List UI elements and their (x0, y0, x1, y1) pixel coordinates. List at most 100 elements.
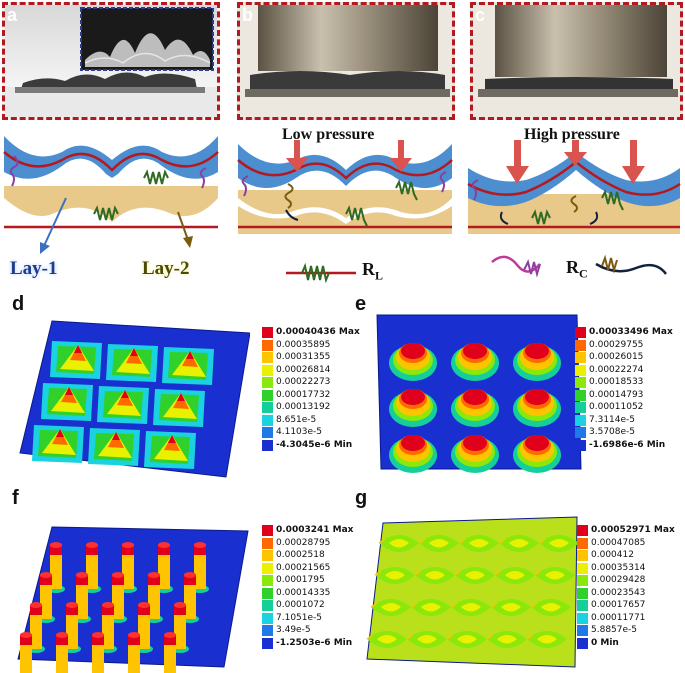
legend-rl-sub: L (375, 268, 384, 283)
spring-green-5 (601, 189, 624, 211)
legend-value: 0.0002518 (276, 550, 325, 560)
dome-bump (389, 389, 437, 427)
pillar-bump (119, 542, 137, 593)
legend-value: 0.00052971 Max (591, 525, 675, 535)
legend-swatch (262, 562, 273, 574)
dome-bump (513, 435, 561, 473)
legend-value: 0 Min (591, 637, 619, 648)
schematic-b: Low pressure RL (236, 126, 456, 286)
legend-value: 0.00031355 (276, 352, 331, 362)
legend-swatch (577, 637, 588, 649)
spring-green-3 (395, 179, 418, 201)
schematic-b-drawing (237, 140, 453, 284)
legend-swatch (262, 439, 273, 451)
pyramid-bump (162, 347, 214, 385)
legend-swatch (575, 414, 586, 426)
panel-label-g: g (355, 487, 368, 509)
wave-cell (486, 631, 527, 648)
legend-swatch (575, 352, 586, 363)
legend-value: 0.00026015 (589, 352, 644, 362)
legend-swatch (577, 550, 588, 561)
wave-cell (370, 599, 411, 616)
legend-value: 0.00029428 (591, 575, 646, 585)
panel-label-a: a (7, 5, 18, 25)
dome-bump (451, 435, 499, 473)
spring-purple-1 (9, 155, 19, 187)
sim-surface-d (19, 320, 250, 478)
legend-swatch (577, 612, 588, 624)
sim-surface-e (376, 314, 582, 473)
pillar-bump (171, 602, 189, 653)
legend-value: 0.00047085 (591, 537, 646, 548)
legend-value: 7.3114e-5 (589, 414, 636, 425)
legend-swatch (575, 402, 586, 413)
legend-swatch (262, 414, 273, 426)
legend-value: 8.651e-5 (276, 414, 317, 425)
dome-bump (389, 343, 437, 381)
pyramid-bump (32, 425, 84, 463)
schematic-a-drawing (3, 136, 219, 254)
legend-value: 0.00033496 Max (589, 327, 673, 337)
legend-swatch (262, 377, 273, 388)
legend-swatch (262, 587, 273, 599)
legend-value: 0.00011771 (591, 612, 646, 623)
legend-value: 0.00026814 (276, 364, 331, 375)
legend-value: 0.00035314 (591, 562, 646, 573)
panel-label-f: f (12, 487, 19, 509)
photo-panel-c: c (470, 2, 683, 120)
pyramid-bump (88, 428, 140, 466)
schematic-c: High pressure RC (466, 126, 685, 286)
legend-value: 0.00018533 (589, 377, 644, 387)
wave-cell (494, 567, 535, 584)
sim-surface-g (366, 516, 579, 668)
spring-green-4 (345, 205, 368, 227)
pyramid-bump (41, 383, 93, 421)
legend-swatch (577, 562, 588, 574)
legend-swatch (575, 339, 586, 351)
pillar-bump (128, 632, 140, 673)
legend-rl-main: R (362, 259, 375, 279)
legend-value: 0.0001072 (276, 600, 325, 610)
legend-rc-sub: C (579, 266, 588, 281)
pyramid-bump (106, 344, 158, 382)
legend-swatch (262, 364, 273, 376)
wave-cell (530, 599, 571, 616)
legend-swatch (262, 550, 273, 561)
legend-value: 0.00029755 (589, 339, 644, 350)
legend-value: 0.00014793 (589, 389, 644, 400)
pyramid-bump (144, 431, 196, 469)
legend-value: 7.1051e-5 (276, 612, 323, 623)
spring-purple-5 (471, 179, 479, 201)
lay2-label: Lay-2 (142, 258, 190, 279)
pyramid-bump (97, 386, 149, 424)
pillar-bump (99, 602, 117, 653)
legend-value: 0.000412 (591, 550, 634, 560)
legend-value: 3.5708e-5 (589, 427, 636, 437)
legend-value: 0.00013192 (276, 402, 331, 412)
legend-swatch (575, 427, 586, 438)
panel-label-c: c (475, 5, 486, 25)
photo-panel-a: a (2, 2, 220, 120)
sim-surface-f (17, 526, 249, 673)
pyramid-bump (153, 389, 205, 427)
spring-brown-2 (570, 195, 578, 213)
legend-swatch (575, 389, 586, 401)
legend-swatch (262, 327, 273, 338)
legend-swatch (262, 427, 273, 438)
legend-value: 0.00035895 (276, 339, 331, 350)
wave-cell (526, 631, 567, 648)
legend-swatch (262, 339, 273, 351)
pillar-bump (164, 632, 176, 673)
low-pressure-label: Low pressure (282, 126, 375, 143)
legend-swatch (577, 587, 588, 599)
legend-value: 0.00022274 (589, 364, 644, 375)
legend-swatch (262, 637, 273, 649)
legend-value: 0.00021565 (276, 562, 331, 573)
legend-swatch (575, 364, 586, 376)
legend-value: 3.49e-5 (276, 625, 311, 635)
legend-value: 0.00040436 Max (276, 327, 360, 337)
wave-cell (458, 535, 499, 552)
